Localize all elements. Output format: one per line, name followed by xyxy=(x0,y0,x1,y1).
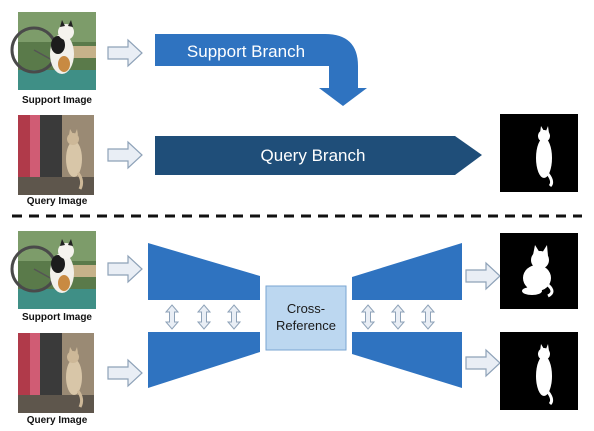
left-exchange-arrow-2-icon xyxy=(197,304,211,330)
support-branch-arrow xyxy=(155,34,367,106)
cross-reference-box xyxy=(265,285,347,351)
support-decoder-shape xyxy=(352,243,462,300)
support-branch-label: Support Branch xyxy=(187,42,305,61)
top-query-image xyxy=(16,113,96,197)
top-support-input-arrow-icon xyxy=(107,39,143,67)
right-exchange-arrow-1-icon xyxy=(361,304,375,330)
top-query-caption: Query Image xyxy=(27,196,88,207)
right-exchange-arrow-3-icon xyxy=(421,304,435,330)
support-output-arrow-icon xyxy=(465,262,501,290)
left-exchange-arrow-1-icon xyxy=(165,304,179,330)
bottom-support-caption: Support Image xyxy=(22,312,92,323)
query-decoder-shape xyxy=(352,332,462,388)
left-exchange-arrow-3-icon xyxy=(227,304,241,330)
top-query-input-arrow-icon xyxy=(107,141,143,169)
bottom-query-input-arrow-icon xyxy=(107,359,143,387)
right-exchange-arrow-2-icon xyxy=(391,304,405,330)
query-branch-label: Query Branch xyxy=(261,146,366,165)
bottom-support-image xyxy=(10,229,98,311)
query-encoder-shape xyxy=(148,332,260,388)
bottom-support-input-arrow-icon xyxy=(107,255,143,283)
query-branch-arrow xyxy=(155,136,482,175)
cross-reference-label-line1: Cross- xyxy=(287,301,325,316)
bottom-query-image xyxy=(16,331,96,415)
top-support-image xyxy=(10,10,98,92)
support-encoder-shape xyxy=(148,243,260,300)
top-query-mask xyxy=(498,112,580,194)
top-support-caption: Support Image xyxy=(22,95,92,106)
cross-reference-label-line2: Reference xyxy=(276,318,336,333)
query-output-arrow-icon xyxy=(465,349,501,377)
support-output-mask xyxy=(500,233,578,309)
bottom-query-caption: Query Image xyxy=(27,415,88,426)
query-output-mask xyxy=(498,330,580,412)
